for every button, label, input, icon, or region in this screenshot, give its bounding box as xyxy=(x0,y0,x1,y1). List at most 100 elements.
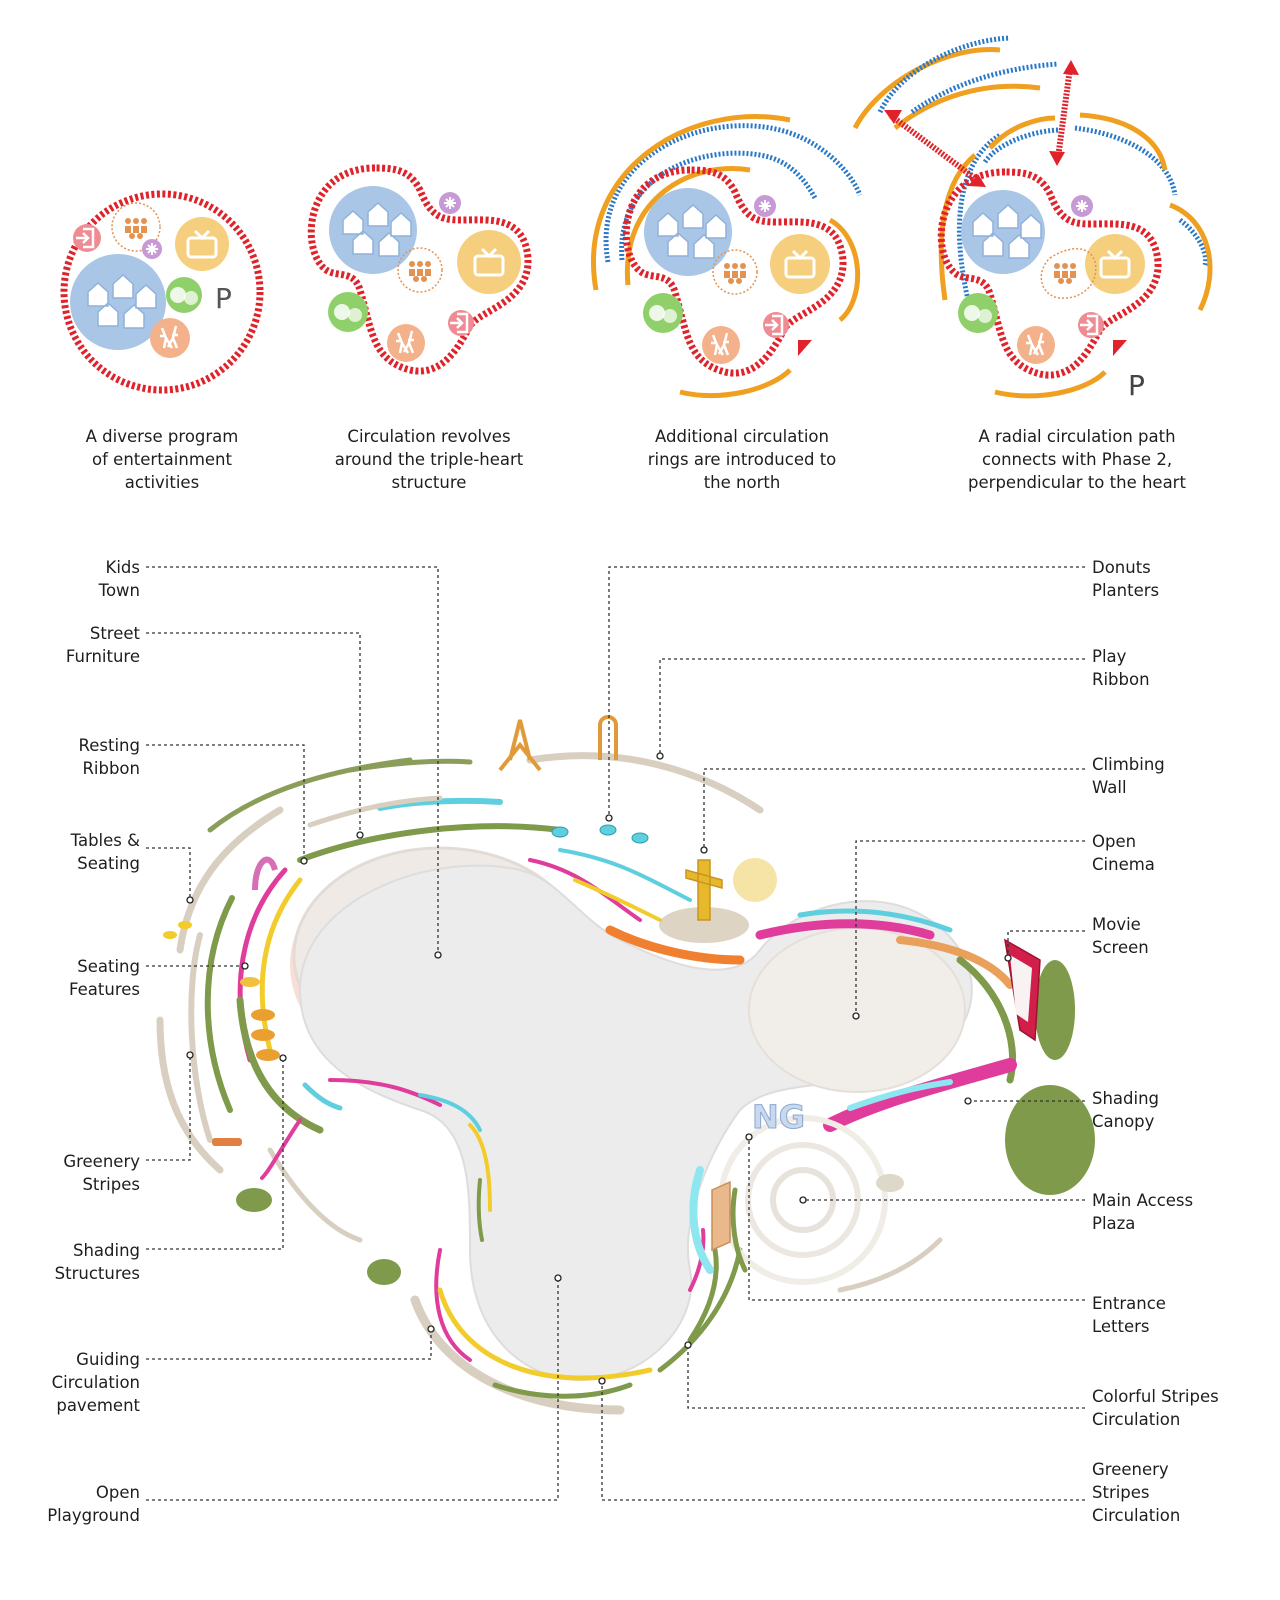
label-line: Canopy xyxy=(1092,1112,1155,1131)
outer-sand-arc-south xyxy=(410,1295,625,1415)
label-line: Features xyxy=(69,980,140,999)
program-circle-dance xyxy=(702,326,740,364)
resting-ribbon xyxy=(252,856,278,891)
program-circle-dance xyxy=(387,324,425,362)
shading-canopy xyxy=(823,1058,1017,1132)
parking-label: P xyxy=(1128,369,1145,402)
program-circle-cinema xyxy=(457,230,521,294)
leader-street-furniture xyxy=(146,632,361,835)
shading-structure xyxy=(251,1009,275,1021)
greenery-patch xyxy=(1035,960,1075,1060)
label-tables-seating: Tables &Seating xyxy=(0,829,140,875)
entrance-green-stripe xyxy=(730,1187,748,1273)
greenery-patch xyxy=(367,1259,401,1285)
entrance-cyan-stripe xyxy=(689,1166,714,1274)
outer-orange-arc-2 xyxy=(893,83,1041,130)
cyan-stripe-inner xyxy=(418,1093,482,1132)
magenta-stripe-sw xyxy=(260,1118,302,1180)
leader-guiding-circulation xyxy=(146,1329,432,1360)
leader-tables-seating xyxy=(146,847,191,900)
donut-planters xyxy=(551,824,649,844)
orange-ring-east-2 xyxy=(1169,202,1213,312)
orange-ring-south xyxy=(994,370,1107,399)
outer-sand-arc-sw xyxy=(156,1016,224,1174)
people-icon xyxy=(724,263,746,284)
label-line: Main Access xyxy=(1092,1191,1194,1210)
diagram-4: P xyxy=(852,35,1213,402)
radial-arrow-west xyxy=(888,112,982,185)
label-line: pavement xyxy=(56,1396,140,1415)
label-line: Climbing xyxy=(1092,755,1165,774)
caption-diagram-4: A radial circulation path connects with … xyxy=(942,425,1212,494)
label-line: Furniture xyxy=(65,647,140,666)
label-line: Ribbon xyxy=(1092,670,1150,689)
bench xyxy=(212,1138,242,1146)
label-line: Structures xyxy=(54,1264,140,1283)
movie-screen-face xyxy=(1010,955,1032,1022)
blue-ring-north xyxy=(982,127,1061,164)
label-line: Planters xyxy=(1092,581,1160,600)
leader-greenery-stripes xyxy=(146,1055,191,1161)
outer-blue-arc xyxy=(877,35,1011,114)
green-stripe-se xyxy=(687,1247,719,1343)
cyan-stripe-w xyxy=(302,1082,343,1111)
label-line: Open xyxy=(1092,832,1137,851)
yellow-stripe-west xyxy=(259,877,303,1053)
green-stripe-south xyxy=(492,1382,633,1399)
outer-sand-arc-north xyxy=(526,752,764,814)
label-line: Screen xyxy=(1092,938,1149,957)
label-line: Shading xyxy=(72,1241,140,1260)
label-line: Stripes xyxy=(1092,1483,1150,1502)
label-line: Seating xyxy=(77,957,140,976)
leader-greenery-stripes-circulation xyxy=(601,1381,1085,1501)
label-line: Wall xyxy=(1092,778,1127,797)
label-line: Greenery xyxy=(63,1152,140,1171)
cinema-cyan-ring xyxy=(797,908,953,933)
blue-ring-west xyxy=(956,132,1002,301)
tree-top xyxy=(876,1174,904,1192)
leader-resting-ribbon xyxy=(146,744,305,861)
climbing-wall-base xyxy=(659,907,749,943)
mid-blue-ring xyxy=(619,150,818,261)
caption-line: Additional circulation xyxy=(655,427,829,446)
label-line: Circulation xyxy=(51,1373,140,1392)
outer-orange-ring-south xyxy=(679,368,792,399)
leader-lines xyxy=(146,566,1085,1501)
caption-line: around the triple-heart xyxy=(334,450,524,469)
leader-open-playground xyxy=(146,1278,559,1501)
shading-structure xyxy=(240,977,260,987)
leader-shading-structures xyxy=(146,1058,284,1250)
program-circle-gathering xyxy=(111,202,161,252)
program-circle-cinema xyxy=(770,234,830,294)
radial-arrow-north-head xyxy=(1049,60,1079,166)
caption-line: perpendicular to the heart xyxy=(968,473,1186,492)
access-plaza-ring-2 xyxy=(745,1142,861,1258)
label-line: Movie xyxy=(1092,915,1141,934)
cinema-magenta-ring xyxy=(755,919,935,940)
triangle-marker-icon xyxy=(798,340,812,356)
diagram-1: P xyxy=(60,190,264,394)
shading-canopy-cyan xyxy=(847,1079,953,1111)
leader-climbing-wall xyxy=(703,768,1085,850)
label-line: Donuts xyxy=(1092,558,1151,577)
label-line: Ribbon xyxy=(82,759,140,778)
label-line: Cinema xyxy=(1092,855,1155,874)
green-stripe-west xyxy=(236,996,324,1134)
caption-line: the north xyxy=(703,473,781,492)
leader-donuts-planters xyxy=(608,566,1085,818)
entrance-letters xyxy=(711,1180,731,1252)
site-plan: NG xyxy=(156,715,1095,1415)
outer-sand-arc-west xyxy=(207,757,413,833)
table-seat xyxy=(178,921,192,929)
program-circle-gathering xyxy=(712,249,758,295)
leader-colorful-stripes xyxy=(687,1345,1085,1409)
magenta-stripe-inner xyxy=(328,1078,442,1107)
label-line: Play xyxy=(1092,647,1127,666)
